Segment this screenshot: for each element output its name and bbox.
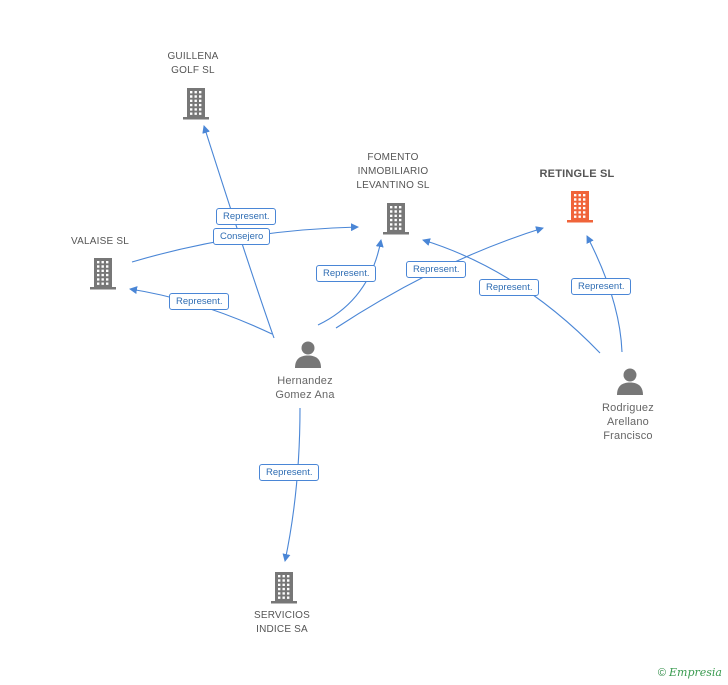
building-icon-servicios[interactable] — [269, 570, 299, 604]
node-label-guillena[interactable]: GUILLENA GOLF SL — [167, 51, 219, 76]
building-icon-guillena[interactable] — [181, 86, 211, 120]
copyright-icon: © — [657, 667, 666, 679]
edge-label-hernandez-valaise: Represent. — [169, 293, 230, 310]
edge-label-rodriguez-fomento: Represent. — [479, 279, 540, 296]
edge-rodriguez-retingle — [586, 235, 623, 353]
edge-hernandez-fomento — [317, 239, 384, 326]
person-icon-hernandez[interactable] — [293, 339, 323, 369]
edge-label-hernandez-guillena: Represent. — [216, 208, 277, 225]
node-label-servicios[interactable]: SERVICIOS INDICE SA — [253, 610, 311, 635]
edge-rodriguez-fomento — [422, 238, 601, 354]
edge-label-rodriguez-retingle: Represent. — [571, 278, 632, 295]
edge-label-hernandez-servicios: Represent. — [259, 464, 320, 481]
brand-logo: Empresia — [669, 666, 722, 679]
edge-hernandez-servicios — [282, 407, 301, 562]
building-icon-retingle[interactable] — [565, 189, 595, 223]
person-icon-rodriguez[interactable] — [615, 366, 645, 396]
footer-brand: © Empresia — [658, 666, 722, 679]
node-label-rodriguez[interactable]: Rodriguez Arellano Francisco — [602, 402, 654, 442]
edge-label-valaise-fomento: Consejero — [213, 228, 271, 245]
node-label-valaise[interactable]: VALAISE SL — [71, 236, 129, 247]
node-label-hernandez[interactable]: Hernandez Gomez Ana — [275, 375, 335, 401]
edge-label-hernandez-retingle: Represent. — [406, 261, 467, 278]
node-label-retingle[interactable]: RETINGLE SL — [539, 168, 615, 180]
edge-label-hernandez-fomento: Represent. — [316, 265, 377, 282]
edge-hernandez-guillena — [202, 125, 275, 339]
node-label-fomento[interactable]: FOMENTO INMOBILIARIO LEVANTINO SL — [356, 152, 430, 191]
building-icon-fomento[interactable] — [381, 201, 411, 235]
building-icon-valaise[interactable] — [88, 256, 118, 290]
